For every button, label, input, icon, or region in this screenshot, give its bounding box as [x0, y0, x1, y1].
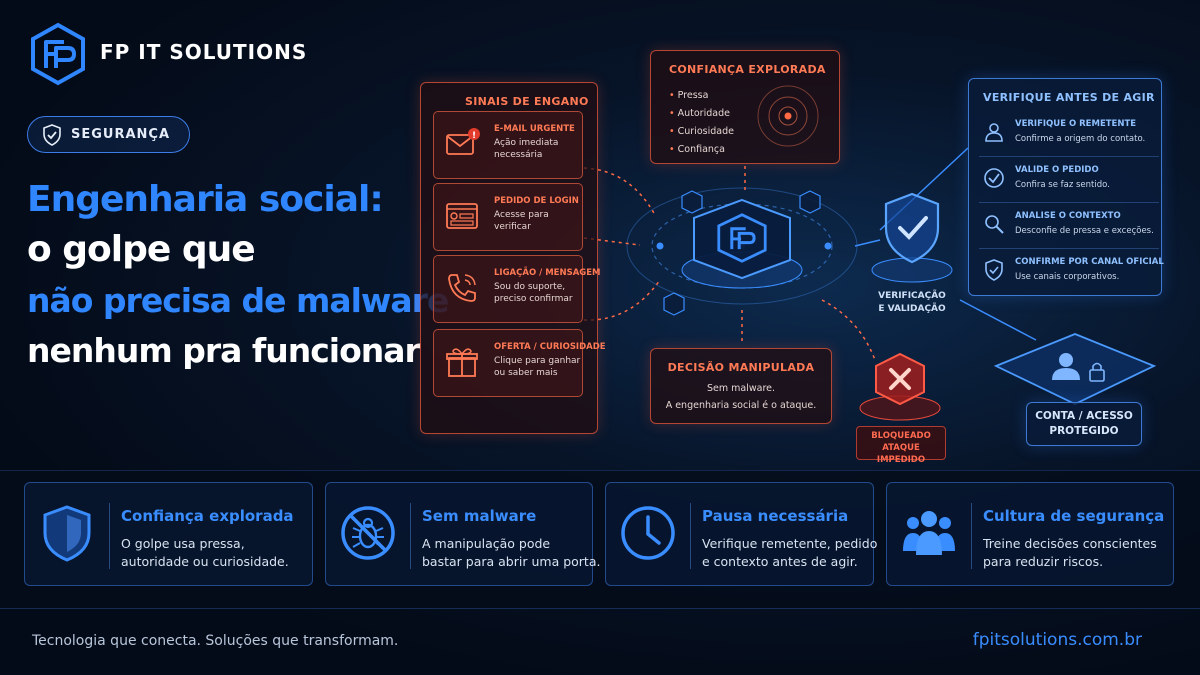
- card-divider: [410, 503, 411, 569]
- headline-line-1: Engenharia social:: [27, 179, 384, 220]
- signal-title: E-MAIL URGENTE: [494, 124, 575, 134]
- shield-check-icon: [985, 259, 1003, 281]
- trust-title: CONFIANÇA EXPLORADA: [669, 63, 826, 76]
- signal-title: PEDIDO DE LOGIN: [494, 196, 579, 206]
- signals-panel: SINAIS DE ENGANO ! E-MAIL URGENTE Ação i…: [420, 82, 606, 434]
- badge-label: SEGURANÇA: [71, 127, 171, 142]
- card-desc: O golpe usa pressa,autoridade ou curiosi…: [121, 536, 289, 570]
- protected-line-2: PROTEGIDO: [1049, 424, 1119, 437]
- blocked-line-2: ATAQUE IMPEDIDO: [876, 442, 926, 465]
- signals-title: SINAIS DE ENGANO: [465, 95, 589, 108]
- footer-tagline: Tecnologia que conecta. Soluções que tra…: [32, 633, 399, 649]
- signal-title: OFERTA / CURIOSIDADE: [494, 342, 606, 352]
- trust-item: • Autoridade: [669, 108, 730, 119]
- headline-line-4: nenhum pra funcionar: [27, 331, 421, 370]
- verify-item-desc: Use canais corporativos.: [1015, 272, 1120, 282]
- protected-account-icon: [993, 333, 1157, 405]
- decision-line-2: A engenharia social é o ataque.: [665, 400, 817, 411]
- decision-panel: DECISÃO MANIPULADA Sem malware. A engenh…: [650, 348, 832, 424]
- brand-name: FP IT SOLUTIONS: [100, 40, 308, 64]
- card-divider: [109, 503, 110, 569]
- verify-item-title: VALIDE O PEDIDO: [1015, 165, 1099, 175]
- signal-desc: Sou do suporte, preciso confirmar: [494, 282, 573, 304]
- trust-item: • Pressa: [669, 90, 709, 101]
- verify-row-context: ANALISE O CONTEXTO Desconfie de pressa e…: [979, 207, 1159, 249]
- signal-title: LIGAÇÃO / MENSAGEM: [494, 268, 601, 278]
- team-icon: [903, 511, 955, 555]
- verify-item-title: ANALISE O CONTEXTO: [1015, 211, 1121, 221]
- no-bug-icon: [341, 506, 395, 560]
- card-culture: Cultura de segurança Treine decisões con…: [886, 482, 1174, 586]
- magnifier-icon: [985, 215, 1004, 234]
- verify-row-sender: VERIFIQUE O REMETENTE Confirme a origem …: [979, 115, 1159, 157]
- trust-panel: CONFIANÇA EXPLORADA • Pressa • Autoridad…: [650, 50, 840, 164]
- signal-desc: Ação imediata necessária: [494, 138, 559, 160]
- trust-item: • Curiosidade: [669, 126, 734, 137]
- footer-website-link[interactable]: fpitsolutions.com.br: [972, 630, 1142, 650]
- verify-title: VERIFIQUE ANTES DE AGIR: [983, 91, 1155, 104]
- envelope-alert-icon: !: [446, 128, 480, 155]
- card-title: Sem malware: [422, 507, 537, 525]
- card-title: Cultura de segurança: [983, 507, 1165, 525]
- signal-card-offer: OFERTA / CURIOSIDADE Clique para ganhar …: [433, 329, 606, 397]
- verify-item-title: CONFIRME POR CANAL OFICIAL: [1015, 257, 1164, 267]
- svg-text:!: !: [472, 131, 476, 141]
- blocked-line-1: BLOQUEADO: [871, 431, 931, 441]
- shield-icon: [43, 505, 91, 562]
- signal-card-call: LIGAÇÃO / MENSAGEM Sou do suporte, preci…: [433, 255, 601, 323]
- verification-shield-icon: [871, 192, 953, 283]
- diagram-connectors: [583, 147, 1037, 361]
- fp-core-icon: [717, 213, 767, 263]
- headline-line-2: o golpe que: [27, 229, 256, 270]
- category-badge: SEGURANÇA: [27, 116, 190, 153]
- decision-line-1: Sem malware.: [706, 383, 776, 394]
- footer-divider: [0, 608, 1200, 609]
- protected-label-box: CONTA / ACESSO PROTEGIDO: [1026, 402, 1142, 446]
- card-title: Confiança explorada: [121, 507, 294, 525]
- phone-icon: [448, 274, 476, 302]
- login-form-icon: [446, 203, 478, 229]
- signal-desc: Acesse para verificar: [494, 210, 549, 232]
- card-divider: [690, 503, 691, 569]
- verify-panel: VERIFIQUE ANTES DE AGIR VERIFIQUE O REME…: [968, 78, 1164, 296]
- verify-row-request: VALIDE O PEDIDO Confira se faz sentido.: [979, 161, 1159, 203]
- trust-list: • Pressa • Autoridade • Curiosidade • Co…: [669, 87, 734, 159]
- decision-title: DECISÃO MANIPULADA: [667, 361, 815, 374]
- protected-line-1: CONTA / ACESSO: [1035, 410, 1133, 422]
- verify-item-desc: Confira se faz sentido.: [1015, 180, 1110, 190]
- clock-icon: [621, 506, 675, 560]
- card-title: Pausa necessária: [702, 507, 849, 525]
- user-icon: [985, 123, 1003, 142]
- check-circle-icon: [984, 168, 1004, 188]
- card-trust: Confiança explorada O golpe usa pressa,a…: [24, 482, 313, 586]
- verify-row-channel: CONFIRME POR CANAL OFICIAL Use canais co…: [979, 253, 1164, 295]
- card-pause: Pausa necessária Verifique remetente, pe…: [605, 482, 878, 586]
- verify-item-title: VERIFIQUE O REMETENTE: [1015, 119, 1137, 129]
- signal-desc: Clique para ganhar ou saber mais: [494, 356, 581, 378]
- fp-hexagon-logo-icon: [31, 22, 85, 86]
- blocked-x-icon: [859, 352, 941, 421]
- gift-icon: [446, 348, 478, 377]
- verification-label: VERIFICAÇÃO E VALIDAÇÃO: [878, 291, 946, 314]
- shield-check-icon: [43, 123, 61, 146]
- verify-item-desc: Confirme a origem do contato.: [1015, 134, 1146, 144]
- signal-card-email: ! E-MAIL URGENTE Ação imediata necessári…: [433, 111, 583, 179]
- signal-card-login: PEDIDO DE LOGIN Acesse para verificar: [433, 183, 583, 251]
- radar-target-icon: [757, 85, 819, 147]
- blocked-label-box: BLOQUEADO ATAQUE IMPEDIDO: [856, 426, 946, 465]
- trust-item: • Confiança: [669, 144, 725, 155]
- card-divider: [971, 503, 972, 569]
- verify-item-desc: Desconfie de pressa e exceções.: [1015, 226, 1154, 236]
- headline-line-3: não precisa de malware: [27, 281, 449, 320]
